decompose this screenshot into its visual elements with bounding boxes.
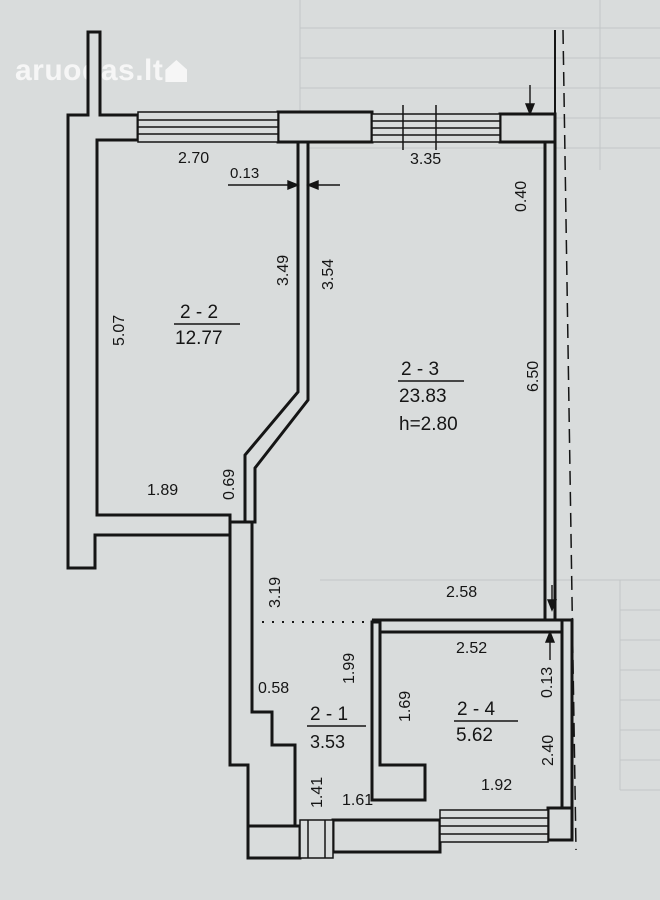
room-2-3-number: 2 - 3 [401,359,439,380]
window-top-left [137,111,279,143]
dim-2-70: 2.70 [178,150,209,167]
room-2-4-number: 2 - 4 [457,699,495,720]
house-icon [165,60,188,82]
dim-5-07: 5.07 [111,315,128,346]
room-2-2-label: 2 - 2 12.77 [174,302,240,349]
room-2-1-label: 2 - 1 3.53 [307,704,366,752]
window-top-right [371,105,501,150]
dim-0-13-right: 0.13 [539,667,556,698]
dim-3-54: 3.54 [320,259,337,290]
outer-walls [66,30,574,860]
dim-3-19: 3.19 [267,577,284,608]
dim-1-99: 1.99 [341,653,358,684]
room-2-4-label: 2 - 4 5.62 [454,699,518,746]
dim-1-69: 1.69 [397,691,414,722]
room-2-3-label: 2 - 3 23.83 h=2.80 [398,359,464,435]
dim-2-52: 2.52 [456,640,487,657]
room-2-4-area: 5.62 [456,725,493,746]
vertical-dimensions: 0.40 3.49 3.54 5.07 6.50 0.69 3.19 0.13 … [111,181,557,808]
dim-0-69: 0.69 [221,469,238,500]
dim-6-50: 6.50 [525,361,542,392]
dim-3-49: 3.49 [275,255,292,286]
dashed-boundary-line [562,29,577,851]
dim-1-41: 1.41 [309,777,326,808]
dim-1-89: 1.89 [147,482,178,499]
dim-1-92: 1.92 [481,777,512,794]
dim-0-13-top: 0.13 [230,165,259,182]
window-bottom-2-4 [439,809,549,843]
room-2-1-number: 2 - 1 [310,704,348,725]
room-2-2-number: 2 - 2 [180,302,218,323]
room-2-3-area: 23.83 [399,386,447,407]
room-2-2-area: 12.77 [175,328,223,349]
dim-3-35: 3.35 [410,151,441,168]
dim-0-40: 0.40 [513,181,530,212]
horizontal-dimensions: 2.70 0.13 3.35 1.89 2.58 2.52 0.58 1.61 … [147,150,512,809]
dim-1-61: 1.61 [342,792,373,809]
entrance-door-2-1 [299,819,334,859]
room-2-3-height: h=2.80 [399,414,458,435]
dim-2-58: 2.58 [446,584,477,601]
dimension-arrows [228,85,558,660]
dim-0-58: 0.58 [258,680,289,697]
room-2-1-area: 3.53 [310,732,345,752]
dim-2-40: 2.40 [540,735,557,766]
